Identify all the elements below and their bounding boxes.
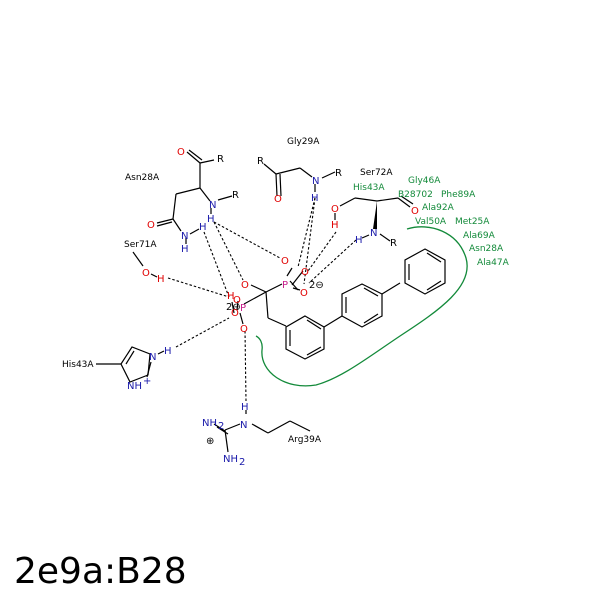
atom-r: R (335, 168, 342, 179)
residue-label-gly29: Gly29A (287, 137, 320, 147)
atom-h: H (157, 274, 165, 285)
atom-nh-plus: NH (127, 381, 142, 392)
atom-sub2: 2 (218, 421, 224, 432)
atom-r: R (232, 190, 239, 201)
residue-label-arg39: Arg39A (288, 435, 322, 445)
hydrogen-bonds (167, 197, 357, 402)
atom-h: H (199, 222, 207, 233)
hydrophobic-label-gly46: Gly46A (408, 176, 441, 186)
atom-r: R (257, 156, 264, 167)
charge-minus: 2⊖ (226, 302, 241, 313)
atom-n: N (240, 420, 247, 431)
atom-h: H (355, 235, 363, 246)
atom-n: N (370, 228, 377, 239)
atom-r: R (390, 238, 397, 249)
ser71-residue-bonds (132, 251, 158, 278)
atom-n: N (209, 200, 216, 211)
hydrophobic-label-ala47: Ala47A (477, 258, 510, 268)
atom-o: O (301, 267, 309, 278)
asn28-residue-bonds (156, 149, 233, 244)
atom-h: H (227, 291, 235, 302)
atom-h: H (331, 220, 339, 231)
benzene-ring-2 (341, 283, 383, 328)
atom-o: O (231, 308, 239, 319)
atom-h: H (241, 402, 249, 413)
atom-n: N (312, 176, 319, 187)
atom-o: O (240, 324, 248, 335)
benzene-ring-1 (285, 315, 325, 360)
atom-h: H (164, 346, 172, 357)
atom-n: N (181, 231, 188, 242)
atom-nh2: NH (223, 454, 238, 465)
atom-h: H (207, 214, 215, 225)
atom-p: P (282, 280, 288, 291)
atom-sub2: 2 (239, 457, 245, 468)
hydrophobic-label-val50: Val50A (415, 217, 447, 227)
atom-h: H (181, 244, 189, 255)
residue-label-asn28: Asn28A (125, 173, 160, 183)
residue-label-ser71: Ser71A (124, 240, 157, 250)
residue-labels: Asn28A Gly29A Ser72A Ser71A His43A Arg39… (62, 137, 393, 445)
arg39-residue-bonds (213, 410, 311, 453)
gly29-residue-bonds (263, 163, 336, 197)
hydrophobic-label-met25: Met25A (455, 217, 490, 227)
diagram-title: 2e9a:B28 (14, 551, 187, 592)
charge-plus: + (143, 376, 151, 387)
hydrophobic-label-his43: His43A (353, 183, 385, 193)
atom-o: O (331, 204, 339, 215)
atom-o: O (233, 295, 241, 306)
ser72-residue-bonds (334, 195, 414, 242)
atom-p: P (240, 303, 246, 314)
atom-o: O (274, 194, 282, 205)
hydrophobic-label-ala69: Ala69A (463, 231, 496, 241)
charge-plus: ⊕ (206, 436, 214, 447)
hydrophobic-label-phe89: Phe89A (441, 190, 476, 200)
atom-nh2: NH (202, 418, 217, 429)
atom-o: O (281, 256, 289, 267)
atom-o: O (147, 220, 155, 231)
hydrophobic-contact-arc (255, 226, 468, 387)
atom-h: H (311, 193, 319, 204)
biaryl-bond-2 (381, 282, 401, 295)
charge-minus: 2⊖ (309, 280, 324, 291)
residue-label-ser72: Ser72A (360, 168, 393, 178)
atom-o: O (241, 280, 249, 291)
atom-o: O (177, 147, 185, 158)
biaryl-bond-1 (323, 315, 343, 328)
residue-label-his43: His43A (62, 360, 94, 370)
his43-imidazole (96, 346, 165, 383)
atom-n: N (149, 352, 156, 363)
atom-r: R (217, 154, 224, 165)
ligand-label: B28702 (398, 190, 433, 200)
hydrophobic-labels: His43A Gly46A B28702 Phe89A Ala92A Val50… (353, 176, 510, 268)
ligand-bonds (231, 267, 304, 327)
hydrophobic-label-asn28: Asn28A (469, 244, 504, 254)
atom-labels: O R N R H O N H H R O N R H O H O N R H … (127, 147, 419, 468)
atom-o: O (300, 288, 308, 299)
benzene-ring-3 (404, 248, 446, 295)
atom-o: O (411, 206, 419, 217)
atom-o: O (142, 268, 150, 279)
hydrophobic-label-ala92: Ala92A (422, 203, 455, 213)
